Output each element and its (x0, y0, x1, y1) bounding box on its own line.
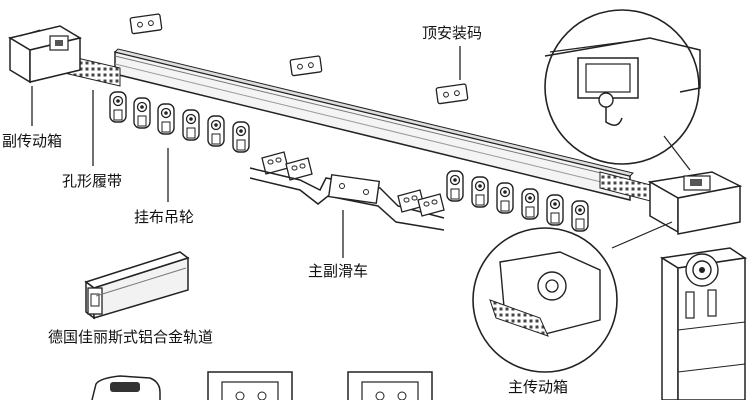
detail-circle-top (544, 9, 701, 171)
label-cloth-pulleys: 挂布吊轮 (134, 208, 195, 226)
label-perforated-belt: 孔形履带 (62, 172, 123, 190)
carriage-assembly-drawing (249, 151, 445, 231)
wall-switch-1 (207, 371, 293, 404)
leader-lines (31, 46, 461, 258)
label-main-secondary-carriage: 主副滑车 (308, 262, 369, 280)
detail-circle-bottom (472, 221, 673, 373)
label-secondary-drive-box: 副传动箱 (2, 132, 63, 150)
secondary-drive-box-drawing (8, 25, 82, 84)
main-rail (114, 48, 634, 201)
track-profile-drawing (84, 251, 190, 320)
label-main-drive-box: 主传动箱 (508, 378, 569, 396)
top-mount-codes-drawing (129, 13, 469, 105)
main-drive-box-drawing (647, 171, 743, 235)
label-top-mount-code: 顶安装码 (422, 24, 483, 42)
label-aluminum-track: 德国佳丽斯式铝合金轨道 (48, 328, 214, 346)
remote-control-drawing (91, 375, 161, 401)
wall-switch-2 (347, 371, 433, 404)
motor-drawing (659, 247, 748, 401)
